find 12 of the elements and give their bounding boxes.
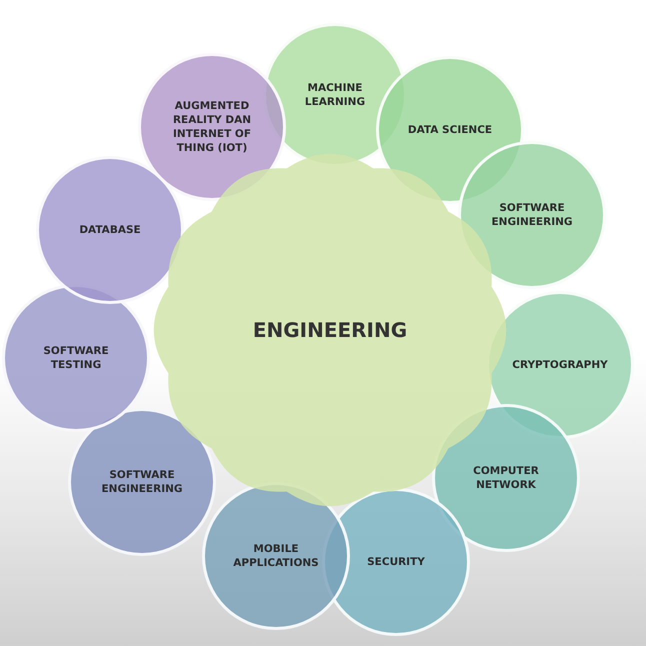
topic-label: SOFTWARE ENGINEERING [100, 468, 184, 496]
topic-label: AUGMENTED REALITY DAN INTERNET OF THING (IOT) [172, 98, 252, 156]
topic-label: DATABASE [79, 222, 141, 238]
topic-label: SECURITY [367, 554, 425, 570]
topic-label: SOFTWARE TESTING [42, 344, 110, 372]
topic-label: MOBILE APPLICATIONS [232, 542, 320, 570]
topic-label: DATA SCIENCE [408, 122, 492, 138]
topic-label: MACHINE LEARNING [304, 80, 366, 110]
topic-label: CRYPTOGRAPHY [512, 358, 608, 372]
center-label: ENGINEERING [252, 318, 408, 342]
topic-label: COMPUTER NETWORK [472, 464, 540, 492]
topic-label: SOFTWARE ENGINEERING [490, 200, 574, 230]
